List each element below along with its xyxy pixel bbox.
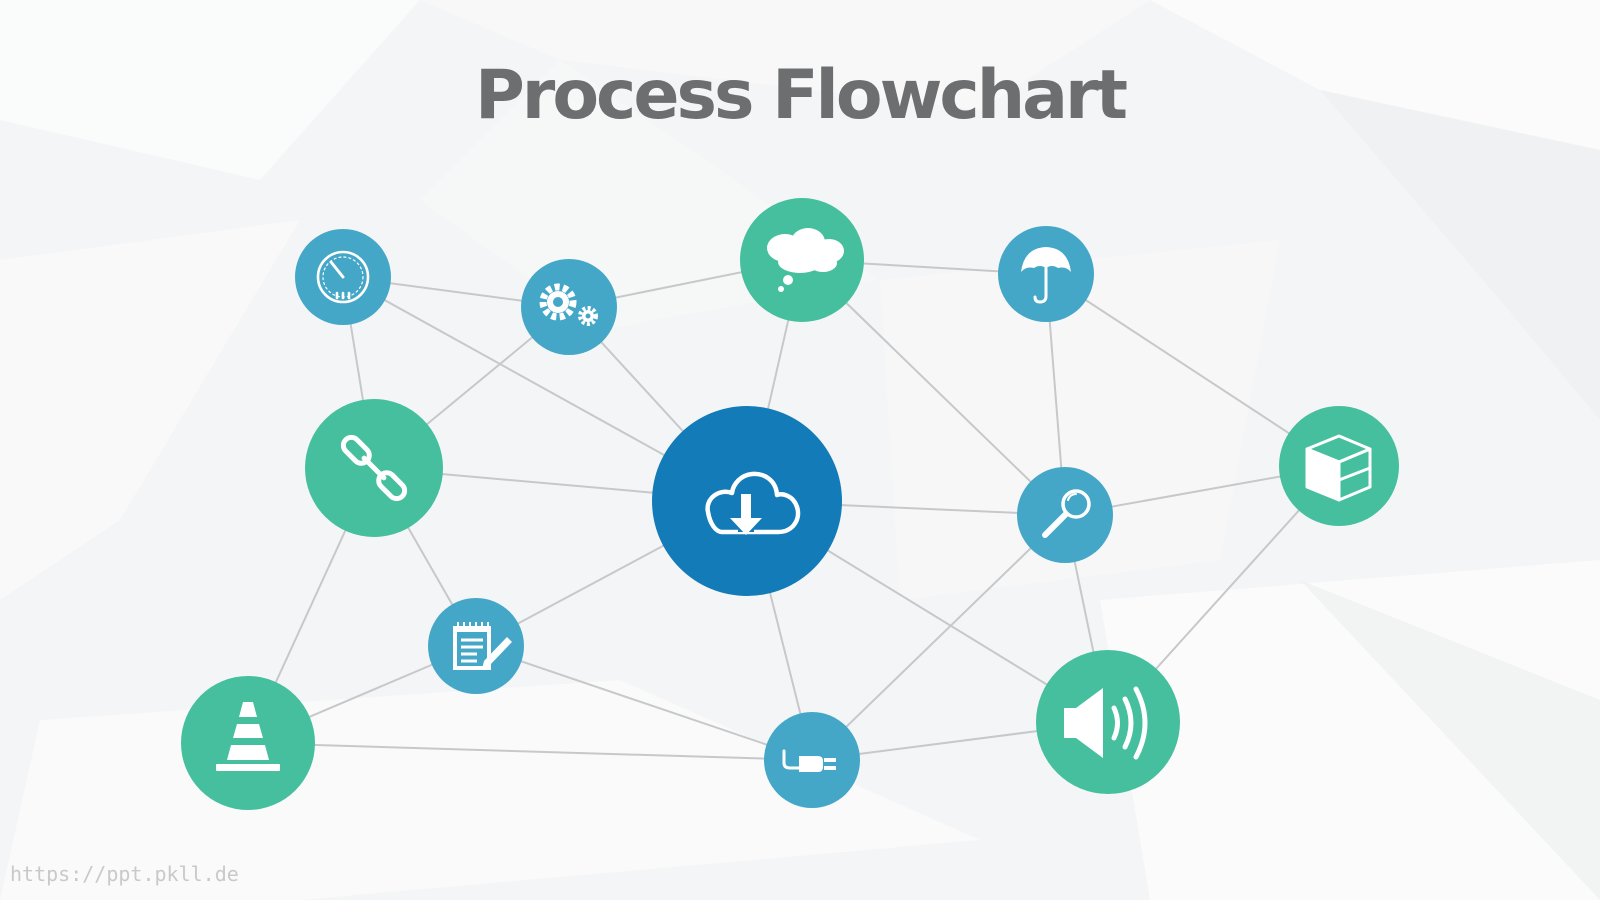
connection-line	[811, 514, 1066, 761]
node-gears[interactable]	[521, 259, 617, 355]
node-power-plug[interactable]	[764, 712, 860, 808]
page-title: Process Flowchart	[474, 56, 1128, 135]
cube-icon	[1305, 434, 1372, 502]
thought-cloud-icon	[767, 228, 844, 292]
magnifier-icon	[1042, 489, 1091, 538]
connection-line	[475, 645, 813, 761]
node-traffic-cone[interactable]	[181, 676, 315, 810]
node-circle	[521, 259, 617, 355]
node-umbrella[interactable]	[998, 226, 1094, 322]
node-cloud-download[interactable]	[652, 406, 842, 596]
node-chain[interactable]	[305, 399, 443, 537]
nodes	[181, 198, 1399, 810]
node-thought[interactable]	[740, 198, 864, 322]
power-plug-icon	[782, 749, 836, 772]
node-speaker[interactable]	[1036, 650, 1180, 794]
footer-url: https://ppt.pkll.de	[10, 862, 239, 886]
node-cube[interactable]	[1279, 406, 1399, 526]
gears-icon	[539, 283, 598, 326]
node-notepad[interactable]	[428, 598, 524, 694]
speedometer-icon	[316, 250, 370, 304]
connection-line	[247, 742, 813, 761]
cloud-download-icon	[705, 471, 801, 535]
node-magnifier[interactable]	[1017, 467, 1113, 563]
speaker-icon	[1064, 686, 1148, 760]
node-speedometer[interactable]	[295, 229, 391, 325]
notepad-pencil-icon	[453, 622, 512, 670]
traffic-cone-icon	[216, 702, 280, 771]
umbrella-icon	[1021, 247, 1071, 304]
chain-link-icon	[340, 434, 408, 502]
node-circle	[181, 676, 315, 810]
node-circle	[1036, 650, 1180, 794]
